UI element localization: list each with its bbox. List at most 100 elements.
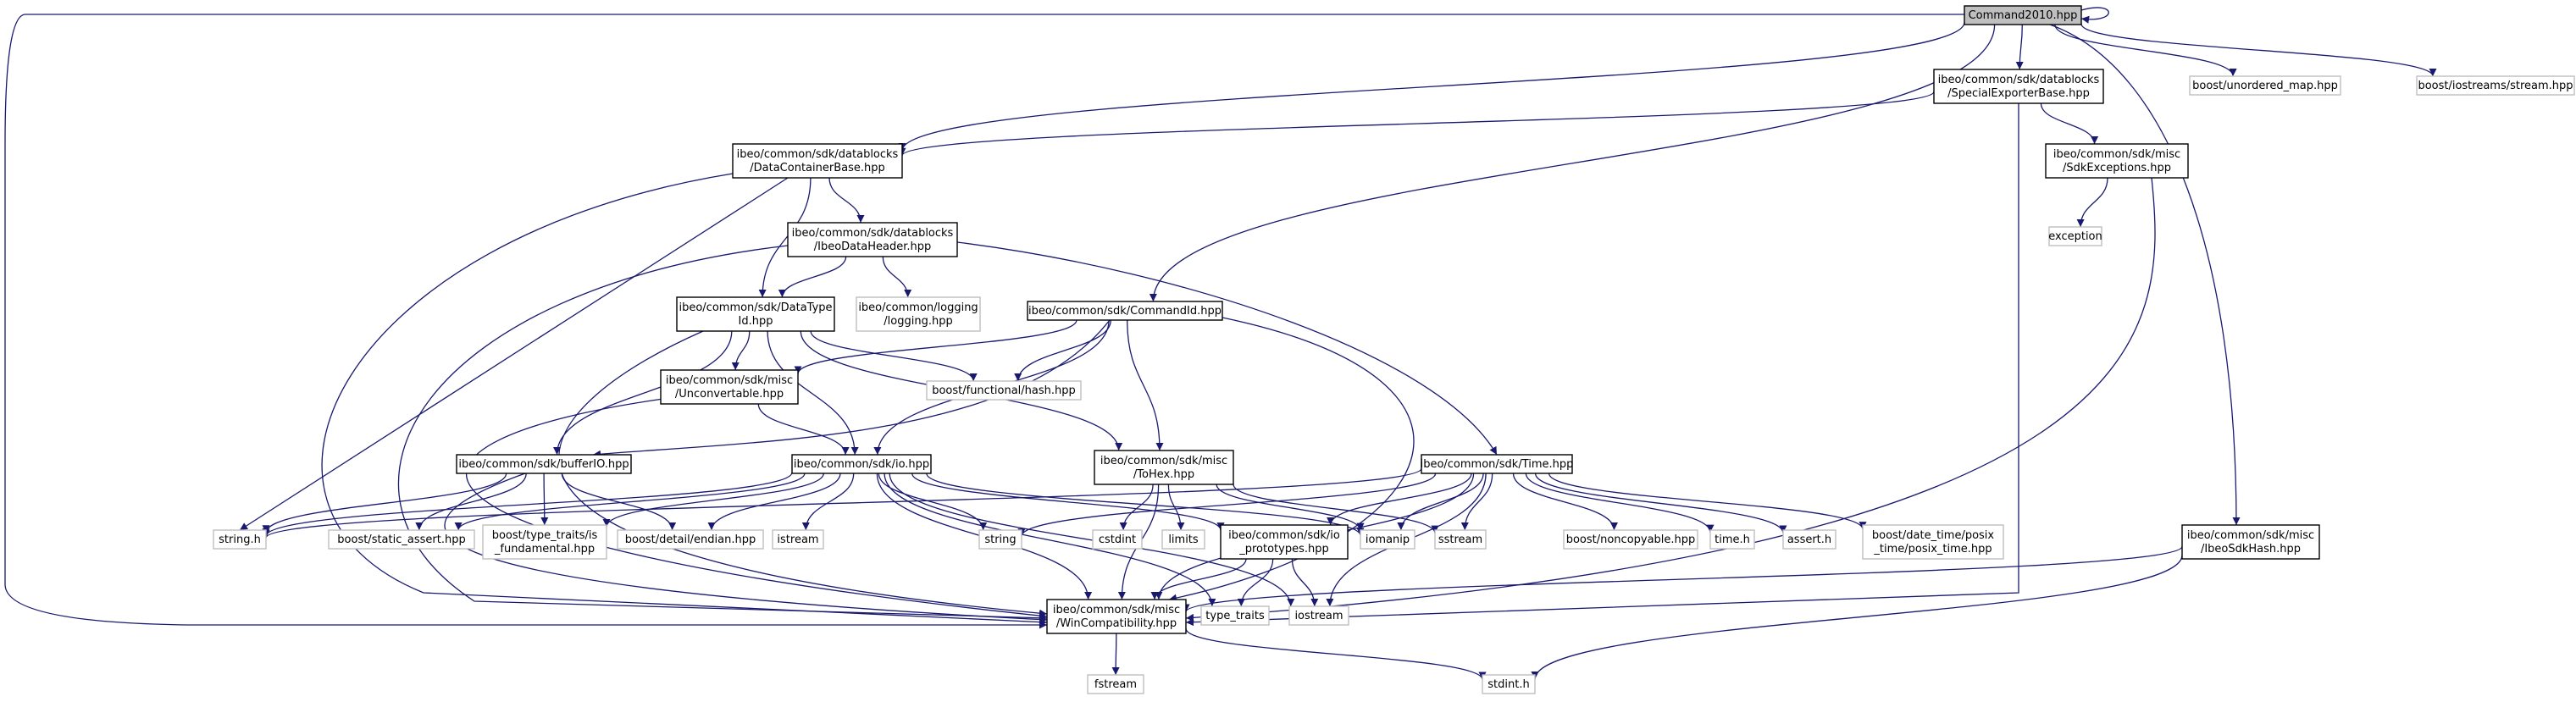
node-ibeohash[interactable]: ibeo/common/sdk/misc/IbeoSdkHash.hpp (2181, 524, 2320, 560)
node-box (2048, 226, 2102, 246)
edge-time-to-string (1017, 473, 1437, 537)
edge-time-to-ioproto (1327, 473, 1472, 526)
edge-unconv-to-io (757, 403, 850, 456)
node-box (772, 529, 824, 550)
node-sassert: boost/static_assert.hpp (328, 529, 475, 550)
node-sdkexc[interactable]: ibeo/common/sdk/misc/SdkExceptions.hpp (2045, 143, 2189, 179)
node-special[interactable]: ibeo/common/sdk/datablocks/SpecialExport… (1933, 69, 2104, 104)
edge-cmdid-to-bufio (592, 319, 1111, 458)
node-box (1482, 674, 1536, 694)
edge-ibeohash-to-wincompat (1182, 545, 2183, 613)
node-box (213, 529, 267, 550)
node-box (2045, 143, 2189, 179)
node-box (791, 454, 932, 474)
edge-special-to-dcb (898, 91, 1935, 157)
edge-time-to-asserth (1534, 473, 1787, 533)
edge-wincompat-to-stdinth (1185, 627, 1487, 680)
node-time[interactable]: ibeo/common/sdk/Time.hpp (1421, 454, 1574, 474)
node-ioproto[interactable]: ibeo/common/sdk/io_prototypes.hpp (1220, 524, 1349, 560)
edge-dcb-to-stringh (239, 177, 789, 531)
node-box (1087, 674, 1144, 694)
node-box (1782, 529, 1836, 550)
node-label: _prototypes.hpp (1238, 543, 1329, 556)
edge-special-to-wincompat (1185, 103, 2019, 627)
node-box (732, 143, 903, 179)
node-box (2181, 524, 2320, 560)
edge-dtid-to-io (767, 330, 859, 456)
node-typetraits_isf: boost/type_traits/is_fundamental.hpp (482, 524, 607, 560)
node-label: Command2010.hpp (1969, 9, 2078, 22)
node-idh[interactable]: ibeo/common/sdk/datablocks/IbeoDataHeade… (787, 222, 958, 257)
node-root[interactable]: Command2010.hpp (1964, 5, 2082, 25)
edge-dcb-to-idh (828, 177, 865, 224)
edge-time-to-timeh (1525, 473, 1715, 533)
node-endian: boost/detail/endian.hpp (617, 529, 764, 550)
edge-idh-to-dtid (778, 256, 847, 298)
node-box (2189, 75, 2341, 96)
node-label: /SpecialExporterBase.hpp (1947, 87, 2090, 100)
node-label: boost/type_traits/is (492, 529, 598, 542)
node-box (1200, 605, 1270, 626)
edge-idh-to-time (956, 241, 1498, 456)
edge-bufio-to-wincompat (444, 473, 1048, 624)
edge-dtid-to-bufio (552, 330, 733, 456)
node-box (1046, 599, 1187, 634)
node-label: ibeo/common/sdk/misc (2187, 529, 2314, 542)
node-label: Id.hpp (739, 315, 773, 328)
node-box (1092, 529, 1143, 550)
node-label: ibeo/common/sdk/misc (1053, 604, 1180, 616)
edge-ioproto-to-wincompat (1150, 558, 1247, 600)
edge-io-to-endian (707, 473, 841, 531)
edge-root-to-dcb (898, 22, 1965, 151)
edge-bufio-to-endian (561, 473, 677, 531)
node-box (1360, 529, 1415, 550)
node-logging: ibeo/common/logging/logging.hpp (856, 296, 981, 332)
node-unconv[interactable]: ibeo/common/sdk/misc/Unconvertable.hpp (660, 369, 799, 405)
node-box (1421, 454, 1573, 474)
node-box (2416, 75, 2575, 96)
node-label: ibeo/common/sdk/misc (666, 374, 793, 387)
node-label: /IbeoSdkHash.hpp (2201, 543, 2301, 556)
node-label: ibeo/common/sdk/io.hpp (794, 458, 929, 471)
node-label: ibeo/common/logging (858, 301, 978, 314)
node-cmdid[interactable]: ibeo/common/sdk/CommandId.hpp (1027, 301, 1223, 321)
node-label: istream (777, 533, 818, 546)
node-box (1434, 529, 1487, 550)
edge-time-to-iomanip (1397, 473, 1484, 531)
node-io[interactable]: ibeo/common/sdk/io.hpp (791, 454, 932, 474)
edge-io-to-typetraits (884, 473, 1216, 607)
node-tohex[interactable]: ibeo/common/sdk/misc/ToHex.hpp (1094, 450, 1234, 485)
edge-root-to-special (2015, 24, 2024, 70)
node-label: ibeo/common/sdk/misc (1100, 455, 1227, 467)
node-wincompat[interactable]: ibeo/common/sdk/misc/WinCompatibility.hp… (1046, 599, 1187, 634)
node-label: /WinCompatibility.hpp (1056, 617, 1177, 630)
edge-dcb-to-wincompat (321, 173, 1048, 627)
node-box (482, 524, 607, 560)
edge-io-to-sassert (454, 473, 806, 531)
node-label: string.h (219, 533, 261, 546)
node-fstream: fstream (1087, 674, 1144, 694)
node-label: /IbeoDataHeader.hpp (814, 240, 931, 253)
node-box (787, 222, 958, 257)
node-label: /logging.hpp (884, 315, 952, 328)
node-box (1563, 529, 1698, 550)
edge-tohex-to-cstdint (1119, 484, 1154, 531)
node-label: /Unconvertable.hpp (675, 388, 784, 401)
node-label: type_traits (1205, 610, 1265, 622)
node-box (978, 529, 1022, 550)
node-iomanip: iomanip (1360, 529, 1415, 550)
node-asserth: assert.h (1782, 529, 1836, 550)
node-label: _fundamental.hpp (494, 543, 595, 556)
node-box (1161, 529, 1205, 550)
edge-root-to-wincompat (4, 14, 1964, 629)
edge-bufio-to-typetraits_isf (540, 473, 549, 526)
node-box (1027, 301, 1223, 321)
node-dcb[interactable]: ibeo/common/sdk/datablocks/DataContainer… (732, 143, 903, 179)
node-box (926, 380, 1082, 401)
node-limits: limits (1161, 529, 1205, 550)
node-label: _time/posix_time.hpp (1873, 543, 1992, 556)
node-bufio[interactable]: ibeo/common/sdk/bufferIO.hpp (456, 454, 632, 474)
edge-time-to-posix (1548, 473, 1867, 530)
node-label: ibeo/common/sdk/CommandId.hpp (1028, 305, 1222, 318)
